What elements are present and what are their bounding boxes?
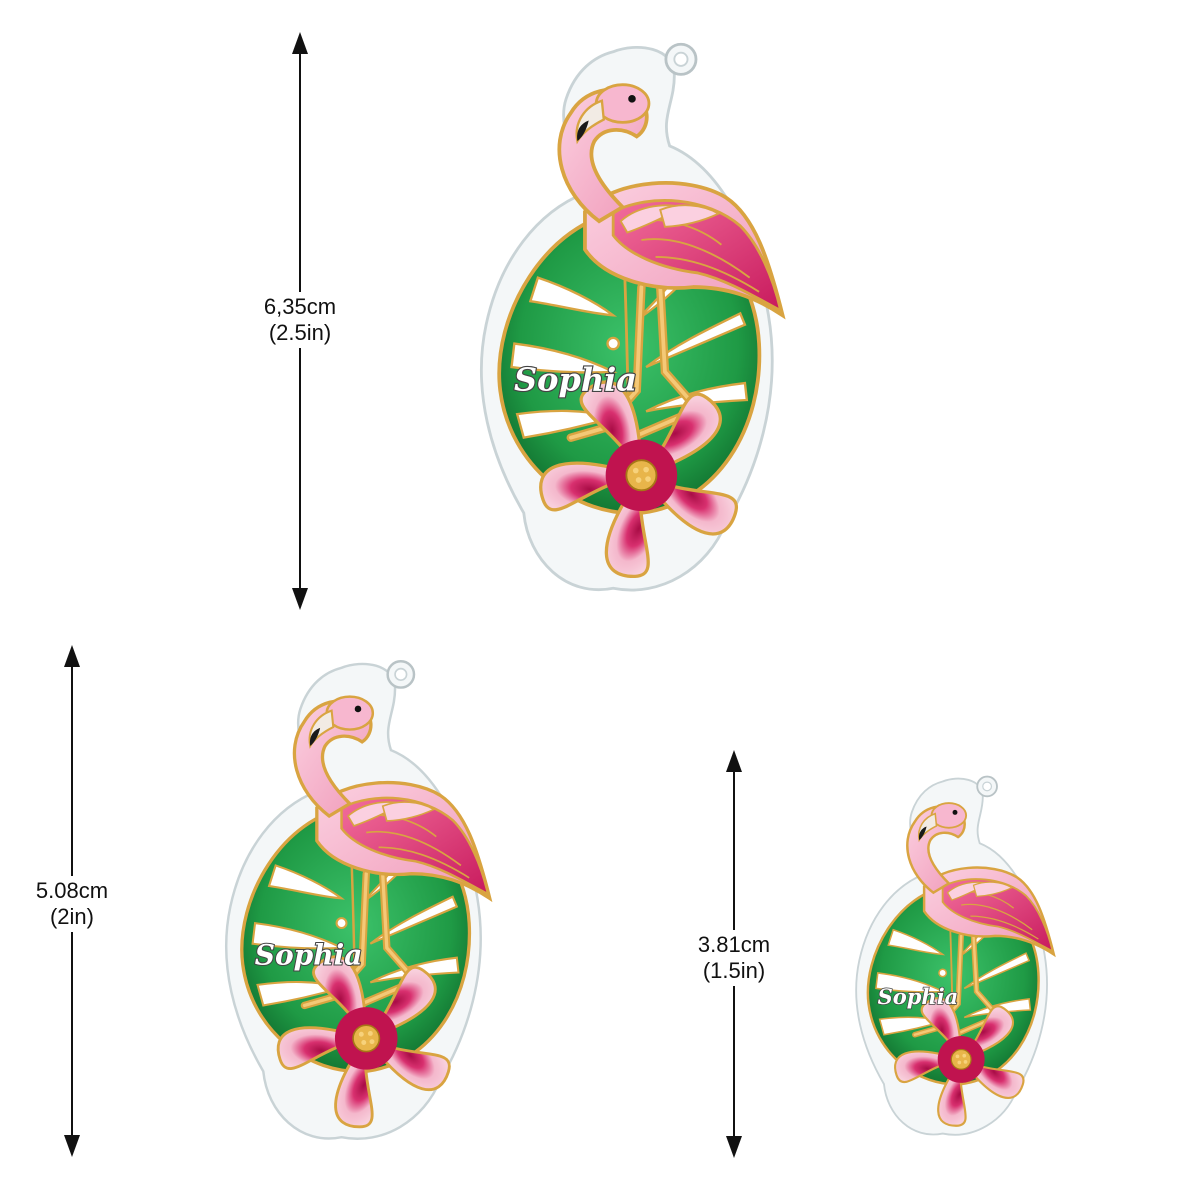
size-cm: 3.81cm <box>697 932 771 957</box>
flamingo-monstera-hibiscus-icon: Sophia <box>472 20 792 620</box>
size-cm: 6,35cm <box>263 294 337 319</box>
size-in: (2.5in) <box>268 320 332 345</box>
ornament-name: Sophia <box>255 938 363 971</box>
flamingo-monstera-hibiscus-icon: Sophia <box>218 640 498 1165</box>
flamingo-ornament-medium: Sophia <box>218 640 498 1165</box>
flamingo-ornament-large: Sophia <box>472 20 792 620</box>
dimension-label-medium: 5.08cm (2in) <box>7 876 137 932</box>
ornament-name: Sophia <box>878 984 959 1009</box>
size-in: (2in) <box>49 904 94 929</box>
ornament-name: Sophia <box>514 361 637 399</box>
dimension-label-small: 3.81cm (1.5in) <box>669 930 799 986</box>
dimension-label-large: 6,35cm (2.5in) <box>235 292 365 348</box>
flamingo-ornament-small: Sophia <box>850 760 1060 1155</box>
size-in: (1.5in) <box>702 958 766 983</box>
flamingo-monstera-hibiscus-icon: Sophia <box>850 760 1060 1155</box>
size-cm: 5.08cm <box>35 878 109 903</box>
